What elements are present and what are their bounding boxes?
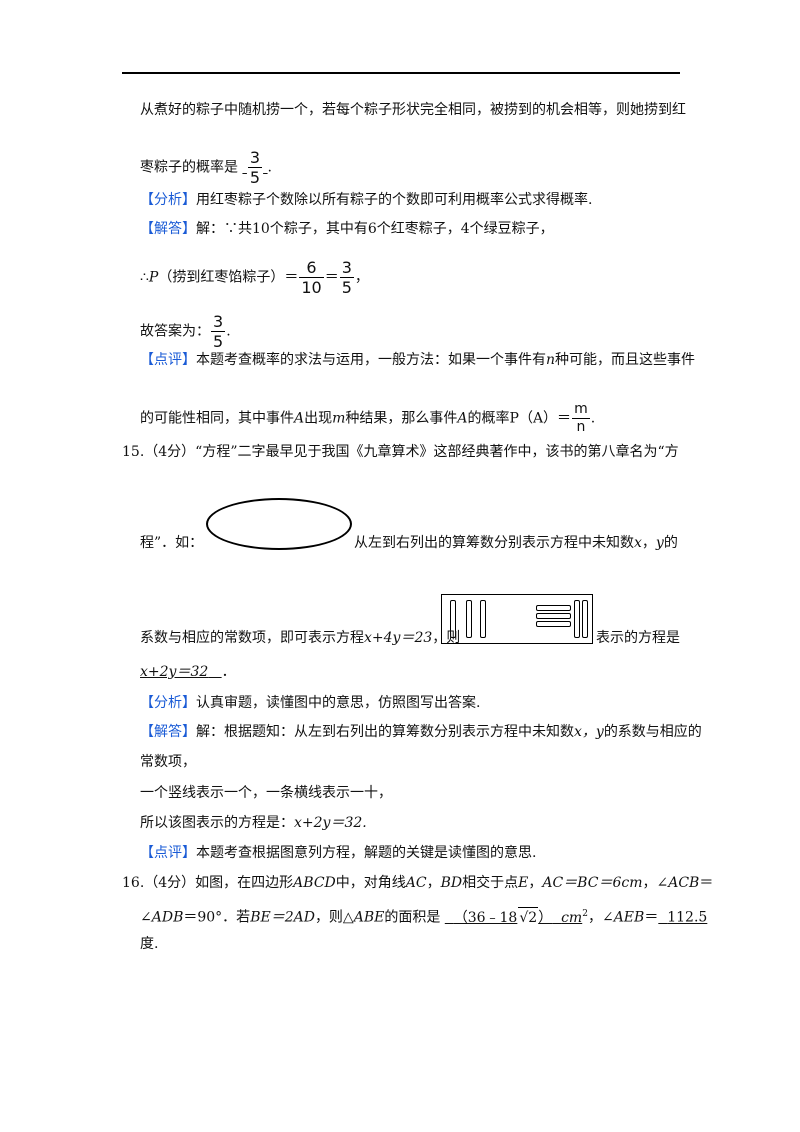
- q15-comment: 【点评】本题考查根据图意列方程，解题的关键是读懂图的意思.: [140, 845, 537, 861]
- rod-vertical: [480, 600, 486, 638]
- q14-analysis: 【分析】用红枣粽子个数除以所有粽子的个数即可利用概率公式求得概率.: [140, 192, 593, 208]
- solution-tag: 【解答】: [140, 724, 196, 740]
- q14-line1: 从煮好的粽子中随机捞一个，若每个粽子形状完全相同，被捞到的机会相等，则她捞到红: [140, 102, 686, 118]
- q15-line3: 系数与相应的常数项，即可表示方程x+4y＝23，则: [140, 630, 461, 646]
- header-rule: [122, 72, 680, 74]
- comment-tag: 【点评】: [140, 352, 196, 368]
- rod-horizontal: [536, 613, 571, 619]
- q15-answer: x+2y＝32 ．: [140, 664, 236, 680]
- rod-vertical: [574, 600, 580, 638]
- q15-solution-line1: 【解答】解：根据题知：从左到右列出的算筹数分别表示方程中未知数x，y的系数与相应…: [140, 724, 702, 740]
- rod-vertical: [450, 600, 456, 638]
- q15-line2-a: 程”．如：: [140, 535, 204, 551]
- rod-vertical: [582, 600, 588, 638]
- rod-horizontal: [536, 605, 571, 611]
- q15-line3-end: 表示的方程是: [596, 630, 680, 646]
- counting-rods-figure: [441, 594, 593, 644]
- solution-tag: 【解答】: [140, 221, 196, 237]
- rod-horizontal: [536, 621, 571, 627]
- analysis-tag: 【分析】: [140, 192, 196, 208]
- q16-line2: ∠ADB＝90°．若BE＝2AD，则△ABE的面积是 （36﹣18√2） cm2…: [140, 904, 707, 928]
- rod-vertical: [466, 600, 472, 638]
- q15-solution-line2: 常数项，: [140, 754, 196, 770]
- q16-line3: 度.: [140, 936, 159, 952]
- q15-analysis: 【分析】认真审题，读懂图中的意思，仿照图写出答案.: [140, 695, 481, 711]
- q15-line1: 15.（4分）“方程”二字最早见于我国《九章算术》这部经典著作中，该书的第八章名…: [122, 444, 679, 460]
- q15-solution-line4: 所以该图表示的方程是：x+2y＝32.: [140, 815, 367, 831]
- q16-line1: 16.（4分）如图，在四边形ABCD中，对角线AC，BD相交于点E，AC＝BC＝…: [122, 875, 714, 891]
- comment-tag: 【点评】: [140, 845, 196, 861]
- q16-answer-area: （36﹣18√2） cm: [445, 906, 582, 926]
- q14-solution: 【解答】解：∵共10个粽子，其中有6个红枣粽子，4个绿豆粽子，: [140, 221, 554, 237]
- analysis-tag: 【分析】: [140, 695, 196, 711]
- q14-comment-line1: 【点评】本题考查概率的求法与运用，一般方法：如果一个事件有n种可能，而且这些事件: [140, 352, 696, 368]
- q15-solution-line3: 一个竖线表示一个，一条横线表示一十，: [140, 785, 392, 801]
- counting-rods-ellipse-figure: [206, 498, 352, 550]
- q16-answer-angle: 112.5: [667, 909, 708, 926]
- q15-line2-b: 从左到右列出的算筹数分别表示方程中未知数x，y的: [354, 535, 678, 551]
